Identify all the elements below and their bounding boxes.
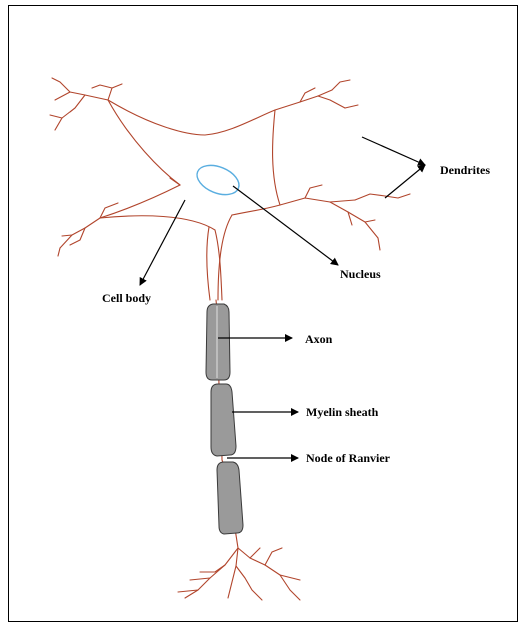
cell-body-label: Cell body [102, 291, 151, 305]
dendrites-label: Dendrites [440, 163, 490, 177]
axon-label: Axon [305, 332, 333, 346]
axon-terminals [178, 535, 300, 600]
nucleus-arrow [233, 186, 338, 265]
cell-body-arrow [140, 200, 185, 285]
myelin-segment-2 [211, 384, 236, 456]
nucleus-label: Nucleus [340, 267, 381, 281]
right-dendrites [275, 80, 410, 250]
nucleus-ellipse [193, 160, 244, 201]
dendrites-arrow-lower [385, 165, 425, 198]
node-of-ranvier-label: Node of Ranvier [306, 451, 391, 465]
label-arrows [140, 137, 425, 458]
cell-body-outline [100, 100, 280, 300]
dendrites-arrow-upper [362, 137, 425, 165]
myelin-sheath-label: Myelin sheath [306, 405, 379, 419]
myelin-segment-1 [206, 304, 230, 380]
myelin-segment-3 [217, 462, 243, 534]
